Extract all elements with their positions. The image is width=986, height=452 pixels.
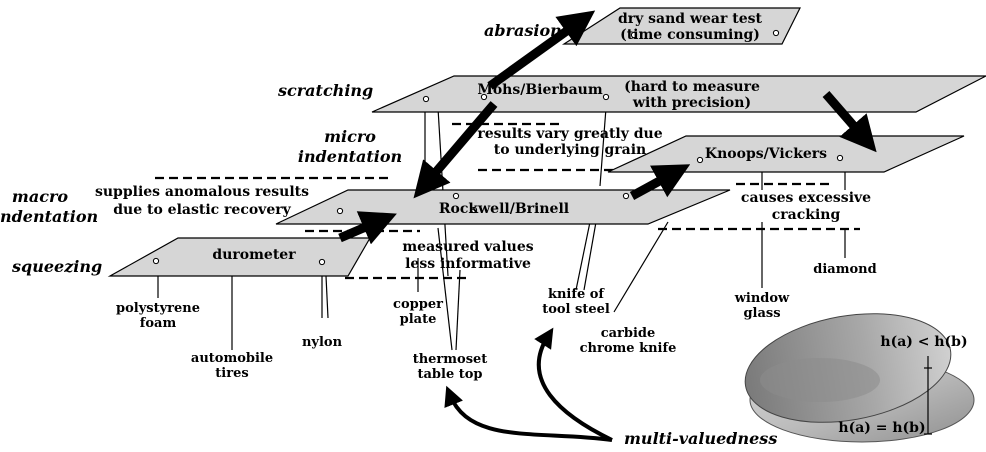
- note-grain-line1: results vary greatly due: [477, 126, 662, 142]
- material-copper-line2: plate: [400, 312, 437, 327]
- category-scratching: scratching: [277, 81, 373, 100]
- abrasion-plane-label: dry sand wear test: [618, 11, 763, 27]
- plane-squeezing: durometer: [107, 237, 372, 277]
- curve-to-knife: [534, 327, 613, 442]
- multi-valuedness-label: multi-valuedness: [624, 429, 777, 448]
- arrow-rockwell-to-knoops: [629, 164, 691, 200]
- note-cracking-line2: cracking: [772, 207, 841, 223]
- category-micro-line1: micro: [324, 127, 376, 146]
- rockwell-plane-label: Rockwell/Brinell: [439, 201, 569, 217]
- material-labels: polystyrene foam automobile tires nylon …: [116, 262, 877, 382]
- curve-to-thermoset: [444, 385, 613, 442]
- category-macro-line1: macro: [12, 187, 68, 206]
- category-labels: abrasion scratching micro indentation ma…: [0, 21, 562, 276]
- material-thermoset-line1: thermoset: [413, 352, 488, 367]
- dashed-guides: [155, 122, 860, 280]
- note-measured-line1: measured values: [402, 239, 533, 255]
- material-tires-line2: tires: [215, 366, 248, 381]
- note-grain-line2: to underlying grain: [494, 142, 646, 158]
- mohs-note-line1: (hard to measure: [624, 79, 760, 95]
- material-nylon: nylon: [302, 335, 343, 350]
- transition-arrows: [338, 10, 877, 245]
- plane-abrasion: dry sand wear test (time consuming): [561, 7, 801, 45]
- material-carbide-line1: carbide: [601, 326, 656, 341]
- category-abrasion: abrasion: [484, 21, 562, 40]
- material-tires-line1: automobile: [191, 351, 273, 366]
- material-diamond: diamond: [813, 262, 876, 277]
- material-thermoset-line2: table top: [417, 367, 482, 382]
- note-measured-line2: less informative: [405, 256, 531, 272]
- mohs-plane-label: Mohs/Bierbaum: [477, 82, 602, 98]
- plane-macro-indentation: Rockwell/Brinell: [275, 189, 731, 225]
- category-micro-line2: indentation: [298, 147, 402, 166]
- category-squeezing: squeezing: [11, 257, 102, 276]
- material-carbide-line2: chrome knife: [580, 341, 677, 356]
- note-elastic-line1: supplies anomalous results: [95, 184, 309, 200]
- annotation-notes: results vary greatly due to underlying g…: [95, 126, 871, 272]
- durometer-plane-label: durometer: [212, 247, 296, 263]
- plane-scratching: Mohs/Bierbaum (hard to measure with prec…: [371, 75, 986, 113]
- inset-hardness-illustration: h(a) < h(b) h(a) = h(b): [744, 313, 975, 443]
- note-cracking-line1: causes excessive: [741, 190, 871, 206]
- material-glass-line1: window: [734, 291, 790, 306]
- inset-top-label: h(a) < h(b): [880, 334, 967, 350]
- material-glass-line2: glass: [743, 306, 780, 321]
- note-elastic-line2: due to elastic recovery: [113, 202, 291, 218]
- category-macro-line2: indentation: [0, 207, 98, 226]
- material-polystyrene-line1: polystyrene: [116, 301, 200, 316]
- multi-valuedness-arrows: multi-valuedness: [444, 327, 777, 448]
- material-polystyrene-line2: foam: [140, 316, 177, 331]
- inset-bottom-label: h(a) = h(b): [838, 420, 925, 436]
- arrow-mohs-to-knoops: [822, 91, 877, 153]
- mohs-note-line2: with precision): [632, 95, 751, 111]
- material-knife-line1: knife of: [548, 287, 605, 302]
- material-copper-line1: copper: [393, 297, 443, 312]
- knoops-plane-label: Knoops/Vickers: [705, 146, 827, 162]
- arrow-durometer-to-rockwell: [338, 211, 397, 245]
- material-knife-line2: tool steel: [542, 302, 610, 317]
- arrow-mohs-to-abrasion: [487, 10, 596, 90]
- arrow-mohs-to-rockwell: [413, 101, 498, 199]
- abrasion-plane-note: (time consuming): [620, 27, 760, 43]
